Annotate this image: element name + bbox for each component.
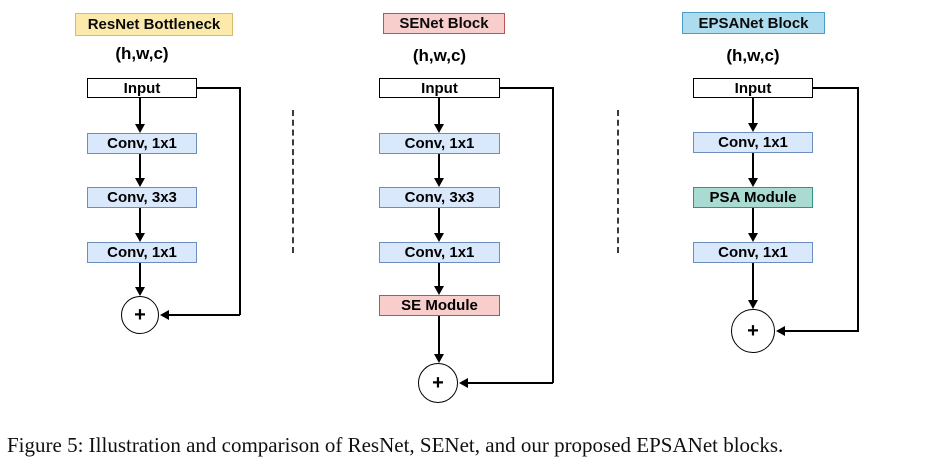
connector-line (139, 98, 141, 125)
epsanet-conv-box-2: Conv, 1x1 (693, 242, 813, 263)
arrow-down-icon (434, 354, 444, 363)
connector-line (438, 154, 440, 179)
arrow-down-icon (135, 233, 145, 242)
connector-line (438, 263, 440, 287)
connector-line (752, 153, 754, 179)
arrow-down-icon (748, 178, 758, 187)
resnet-conv-box-2: Conv, 3x3 (87, 187, 197, 208)
column-divider (292, 110, 294, 253)
resnet-title-badge: ResNet Bottleneck (75, 13, 233, 36)
resnet-skip-connection (197, 87, 240, 89)
arrow-down-icon (748, 123, 758, 132)
epsanet-sum-node: + (731, 309, 775, 353)
senet-skip-connection (552, 87, 554, 383)
arrow-down-icon (434, 233, 444, 242)
column-divider (617, 110, 619, 253)
connector-line (139, 208, 141, 234)
senet-title-badge: SENet Block (383, 13, 505, 34)
resnet-shape-label: (h,w,c) (115, 44, 169, 63)
epsanet-skip-connection (857, 87, 859, 332)
senet-skip-connection (468, 382, 553, 384)
senet-conv-box-1: Conv, 1x1 (379, 133, 500, 154)
epsanet-conv-box-1: Conv, 1x1 (693, 132, 813, 153)
arrow-down-icon (434, 124, 444, 133)
connector-line (438, 98, 440, 125)
senet-conv-box-2: Conv, 3x3 (379, 187, 500, 208)
senet-conv-box-3: Conv, 1x1 (379, 242, 500, 263)
senet-shape-label: (h,w,c) (412, 46, 467, 65)
connector-line (139, 154, 141, 179)
senet-skip-connection (500, 87, 553, 89)
epsanet-skip-connection (813, 87, 858, 89)
senet-input-box: Input (379, 78, 500, 98)
figure-caption: Figure 5: Illustration and comparison of… (7, 433, 784, 457)
arrow-down-icon (434, 178, 444, 187)
resnet-skip-connection (239, 87, 241, 315)
resnet-conv-box-3: Conv, 1x1 (87, 242, 197, 263)
connector-line (752, 263, 754, 301)
epsanet-shape-label: (h,w,c) (726, 46, 780, 65)
resnet-sum-node: + (121, 296, 159, 334)
arrow-down-icon (135, 124, 145, 133)
connector-line (752, 98, 754, 124)
arrow-down-icon (748, 300, 758, 309)
arrow-down-icon (135, 178, 145, 187)
connector-line (438, 316, 440, 355)
resnet-skip-connection (169, 314, 240, 316)
senet-se-module-box: SE Module (379, 295, 500, 316)
connector-line (139, 263, 141, 288)
arrow-left-icon (160, 310, 169, 320)
resnet-input-box: Input (87, 78, 197, 98)
connector-line (438, 208, 440, 234)
resnet-conv-box-1: Conv, 1x1 (87, 133, 197, 154)
arrow-left-icon (776, 326, 785, 336)
epsanet-title-badge: EPSANet Block (682, 12, 825, 34)
arrow-left-icon (459, 378, 468, 388)
epsanet-skip-connection (785, 330, 858, 332)
arrow-down-icon (434, 286, 444, 295)
arrow-down-icon (135, 287, 145, 296)
connector-line (752, 208, 754, 234)
epsanet-psa-module-box: PSA Module (693, 187, 813, 208)
arrow-down-icon (748, 233, 758, 242)
senet-sum-node: + (418, 363, 458, 403)
epsanet-input-box: Input (693, 78, 813, 98)
